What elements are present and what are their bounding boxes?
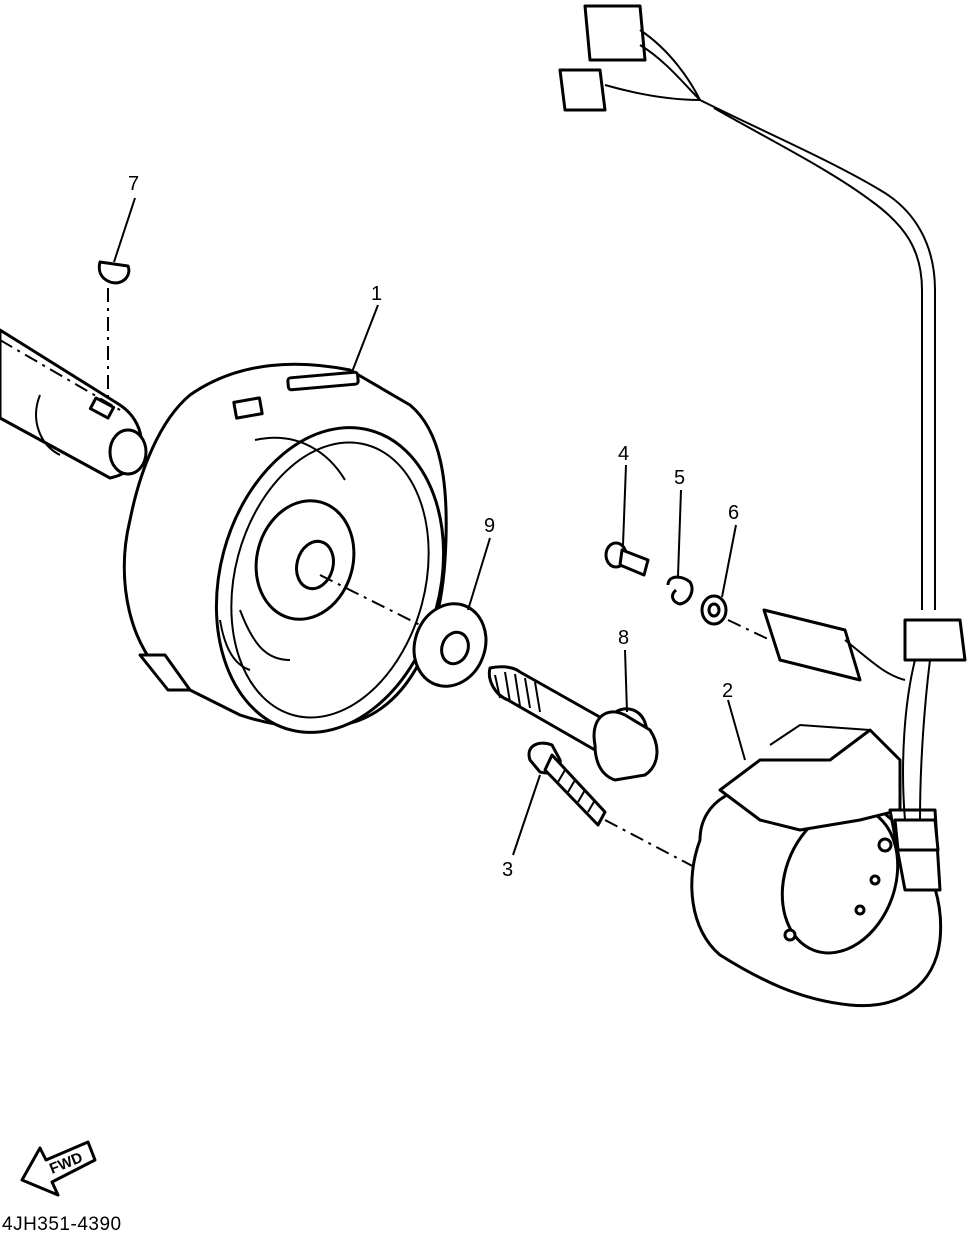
plate-washer	[700, 594, 728, 626]
wiring-harness	[558, 4, 967, 852]
callout-9: 9	[484, 515, 495, 537]
callout-2: 2	[722, 680, 733, 702]
callout-4: 4	[618, 443, 629, 465]
pan-screw	[604, 541, 650, 577]
callout-5: 5	[674, 467, 685, 489]
leader-lines	[113, 197, 746, 856]
rotor-flywheel	[122, 362, 448, 734]
stator-bolt	[527, 741, 607, 827]
callout-1: 1	[371, 283, 382, 305]
callout-8: 8	[618, 627, 629, 649]
callout-7: 7	[128, 173, 139, 195]
crankshaft-end	[0, 328, 148, 480]
clip	[666, 575, 694, 606]
fwd-arrow-icon: FWD	[20, 1140, 97, 1197]
rotor-bolt	[487, 665, 659, 782]
washer	[412, 602, 488, 688]
callout-3: 3	[502, 859, 513, 881]
drawing-id: 4JH351-4390	[2, 1214, 122, 1235]
woodruff-key	[97, 260, 131, 285]
callout-6: 6	[728, 502, 739, 524]
